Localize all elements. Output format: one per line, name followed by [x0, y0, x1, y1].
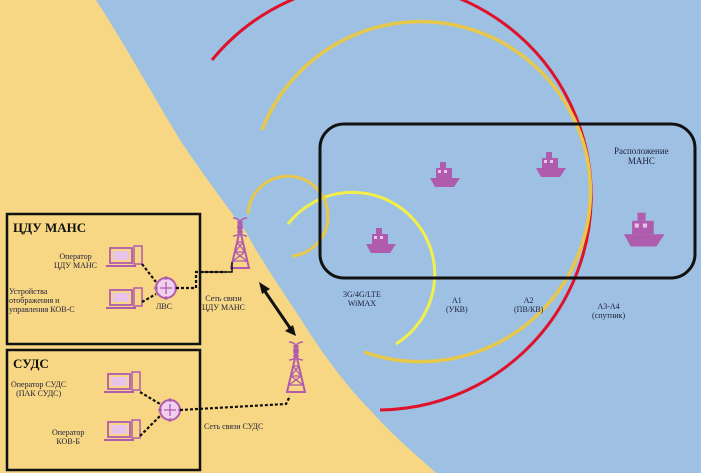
ship-icon: [366, 228, 396, 253]
manc-location-box: [318, 122, 697, 280]
zone-lte-label: 3G/4G/LTE WiMAX: [343, 290, 381, 309]
lan-label: ЛВС: [156, 302, 173, 311]
suds-operator-label: Оператор СУДС (ПАК СУДС): [11, 380, 67, 399]
ship-icon: [536, 152, 566, 177]
zone-arc-a1: [286, 190, 437, 346]
cdu-tower-link: [200, 262, 233, 273]
zone-arc-a2: [260, 19, 593, 364]
network-hub-icon: [158, 398, 182, 422]
zone-arc-lte: [246, 174, 330, 258]
cdu-panel-title: ЦДУ МАНС: [13, 220, 87, 235]
suds-lan-lines: [139, 391, 291, 437]
tower-icon: [229, 217, 251, 269]
computer-icon: [104, 419, 141, 441]
computer-icon: [106, 245, 143, 267]
ship-icon: [624, 212, 665, 247]
tower-icon: [285, 341, 307, 393]
computer-icon: [106, 287, 143, 309]
zone-arc-a3a4: [210, 0, 593, 412]
ship-icon: [430, 162, 460, 187]
cdu-operator-label: Оператор ЦДУ МАНС: [54, 252, 97, 271]
zone-a1-label: A1 (УКВ): [446, 296, 468, 315]
zone-a3a4-label: A3-A4 (спутник): [592, 302, 626, 321]
tower-link-arrow: [259, 282, 296, 336]
manc-location-label: Расположение МАНС: [614, 146, 669, 167]
suds-network-label: Сеть связи СУДС: [204, 422, 264, 431]
network-hub-icon: [154, 276, 178, 300]
cdu-network-label: Сеть связи ЦДУ МАНС: [202, 294, 245, 313]
zone-a2-label: A2 (ПВ/КВ): [514, 296, 544, 315]
cdu-device-label: Устройства отображения и управления КОВ-…: [9, 287, 75, 315]
computer-icon: [104, 371, 141, 393]
kov-operator-label: Оператор КОВ-Б: [52, 428, 85, 447]
suds-panel-title: СУДС: [13, 356, 49, 371]
